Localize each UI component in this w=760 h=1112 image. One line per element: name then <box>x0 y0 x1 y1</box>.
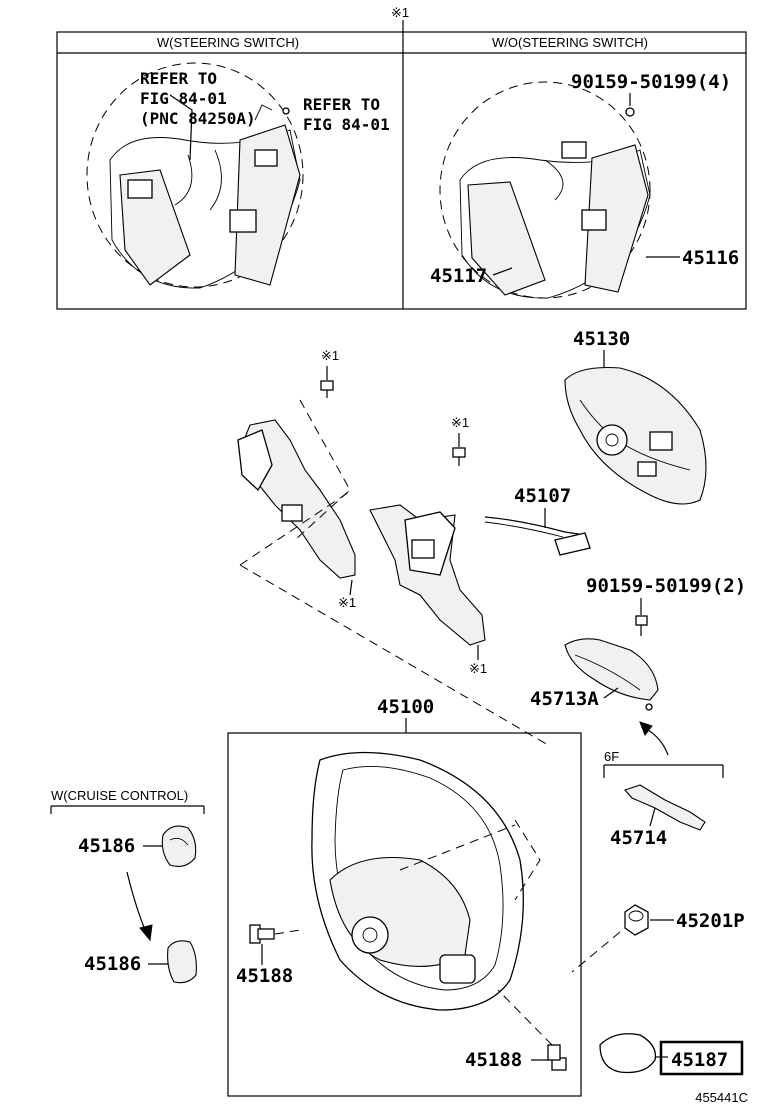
inset-refer2-line2: FIG 84-01 <box>303 115 390 134</box>
label-6f: 6F <box>604 749 619 764</box>
inset-panel: ※1 W(STEERING SWITCH) W/O(STEERING SWITC… <box>56 5 747 310</box>
arrow-up-icon <box>644 727 669 756</box>
inset-label-screw: 90159-50199(4) <box>571 71 731 93</box>
inset-label-45116: 45116 <box>682 247 739 269</box>
label-45130: 45130 <box>573 328 630 350</box>
highlight-box <box>659 1040 744 1076</box>
screw-icon <box>320 380 334 391</box>
nut-icon <box>624 904 649 936</box>
inset-label-45117: 45117 <box>430 265 487 287</box>
cap-45187: 45187 <box>599 1033 744 1076</box>
switch-icon <box>161 825 197 867</box>
bolt-45188-upper: 45188 <box>236 924 301 987</box>
left-switch-bracket: ※1 ※1 <box>237 348 356 610</box>
wire-harness-45107: 45107 <box>484 485 591 556</box>
inset-note-mark: ※1 <box>391 5 409 20</box>
lower-cover-45713a: 90159-50199(2) 45713A <box>530 575 746 711</box>
inset-refer1-line1: REFER TO <box>140 69 217 88</box>
label-45187: 45187 <box>671 1049 728 1071</box>
steering-wheel-45100: 45100 <box>227 696 582 1097</box>
mark-2: ※1 <box>338 595 356 610</box>
bolt-45188-lower: 45188 <box>465 989 567 1071</box>
label-45713a: 45713A <box>530 688 599 710</box>
label-screw-2: 90159-50199(2) <box>586 575 746 597</box>
cruise-title: W(CRUISE CONTROL) <box>51 788 188 803</box>
mark-3: ※1 <box>451 415 469 430</box>
inset-refer1-line3: (PNC 84250A) <box>140 109 256 128</box>
nut-45201p: 45201P <box>571 904 745 973</box>
label-45188-lower: 45188 <box>465 1049 522 1071</box>
label-45100: 45100 <box>377 696 434 718</box>
label-45186-upper: 45186 <box>78 835 135 857</box>
wheel-with-switch-illustration <box>86 62 304 289</box>
inset-refer1-line2: FIG 84-01 <box>140 89 227 108</box>
arrow-down-icon <box>126 871 146 931</box>
screw-icon-3 <box>635 615 648 626</box>
wheel-frame <box>227 732 582 1097</box>
figure-code: 455441C <box>695 1090 748 1105</box>
bracket-group-6f: 6F 45714 <box>603 749 724 849</box>
inset-right-title: W/O(STEERING SWITCH) <box>492 35 648 50</box>
screw-icon-2 <box>452 447 466 458</box>
label-45107: 45107 <box>514 485 571 507</box>
right-switch-bracket: ※1 ※1 <box>369 415 487 676</box>
inset-refer2-line1: REFER TO <box>303 95 380 114</box>
airbag-pad-45130: 45130 <box>564 328 707 505</box>
cap-icon <box>599 1033 657 1074</box>
switch-icon-2 <box>167 940 197 984</box>
cruise-control-group: W(CRUISE CONTROL) 45186 45186 <box>50 788 205 984</box>
label-45188-upper: 45188 <box>236 965 293 987</box>
label-45201p: 45201P <box>676 910 745 932</box>
label-45714: 45714 <box>610 827 667 849</box>
inset-frame <box>56 31 747 310</box>
mark-4: ※1 <box>469 661 487 676</box>
label-45186-lower: 45186 <box>84 953 141 975</box>
inset-left-title: W(STEERING SWITCH) <box>157 35 299 50</box>
mark-1: ※1 <box>321 348 339 363</box>
wheel-without-switch-illustration <box>439 81 651 299</box>
